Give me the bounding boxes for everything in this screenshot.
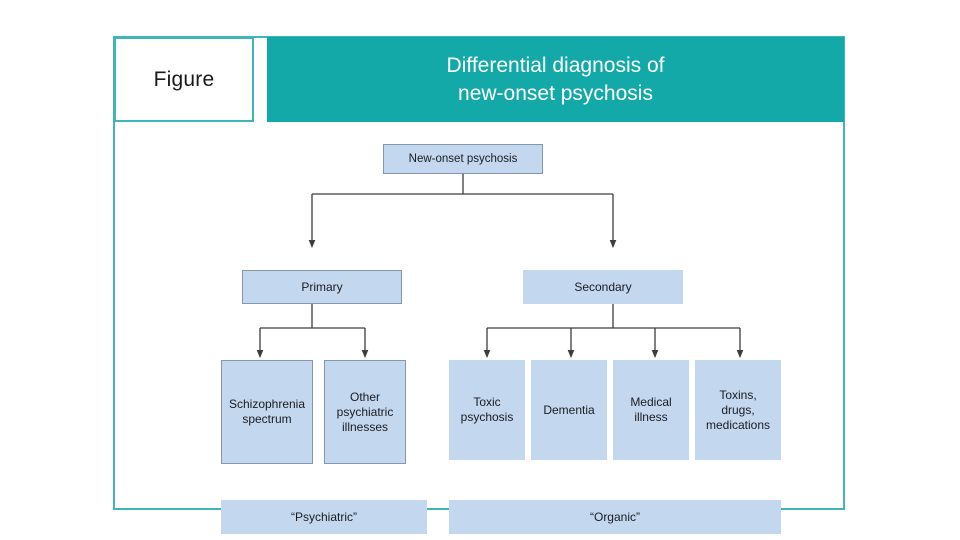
node-dementia-label: Dementia <box>543 402 595 417</box>
figure-header: Figure Differential diagnosis of new-ons… <box>114 37 844 122</box>
node-toxic-psychosis-label: Toxic psychosis <box>460 395 514 424</box>
group-label-psychiatric-text: “Psychiatric” <box>290 509 357 524</box>
figure-label-text: Figure <box>153 67 215 91</box>
flowchart-diagram: New-onset psychosis Primary Secondary Sc… <box>115 122 843 534</box>
node-other-psychiatric-illnesses-label: Other psychiatric illnesses <box>336 389 394 434</box>
node-schizophrenia-spectrum[interactable]: Schizophrenia spectrum <box>221 360 313 464</box>
node-dementia[interactable]: Dementia <box>531 360 607 460</box>
group-label-organic[interactable]: “Organic” <box>449 500 781 534</box>
node-secondary[interactable]: Secondary <box>523 270 683 304</box>
node-schizophrenia-spectrum-label: Schizophrenia spectrum <box>228 397 306 426</box>
node-toxic-psychosis[interactable]: Toxic psychosis <box>449 360 525 460</box>
group-label-organic-text: “Organic” <box>589 509 640 524</box>
node-root-label: New-onset psychosis <box>408 152 518 165</box>
page-title: Differential diagnosis of new-onset psyc… <box>446 54 665 105</box>
node-medical-illness[interactable]: Medical illness <box>613 360 689 460</box>
figure-title-band: Differential diagnosis of new-onset psyc… <box>267 37 844 122</box>
node-root[interactable]: New-onset psychosis <box>383 144 543 174</box>
node-toxins-drugs-medications-label: Toxins, drugs, medications <box>705 387 771 432</box>
node-medical-illness-label: Medical illness <box>630 395 672 424</box>
node-primary[interactable]: Primary <box>242 270 402 304</box>
node-secondary-label: Secondary <box>574 279 632 294</box>
node-toxins-drugs-medications[interactable]: Toxins, drugs, medications <box>695 360 781 460</box>
figure-label-box: Figure <box>114 37 254 122</box>
node-other-psychiatric-illnesses[interactable]: Other psychiatric illnesses <box>324 360 406 464</box>
figure-frame: Figure Differential diagnosis of new-ons… <box>113 36 845 534</box>
node-primary-label: Primary <box>301 279 343 294</box>
group-label-psychiatric[interactable]: “Psychiatric” <box>221 500 427 534</box>
